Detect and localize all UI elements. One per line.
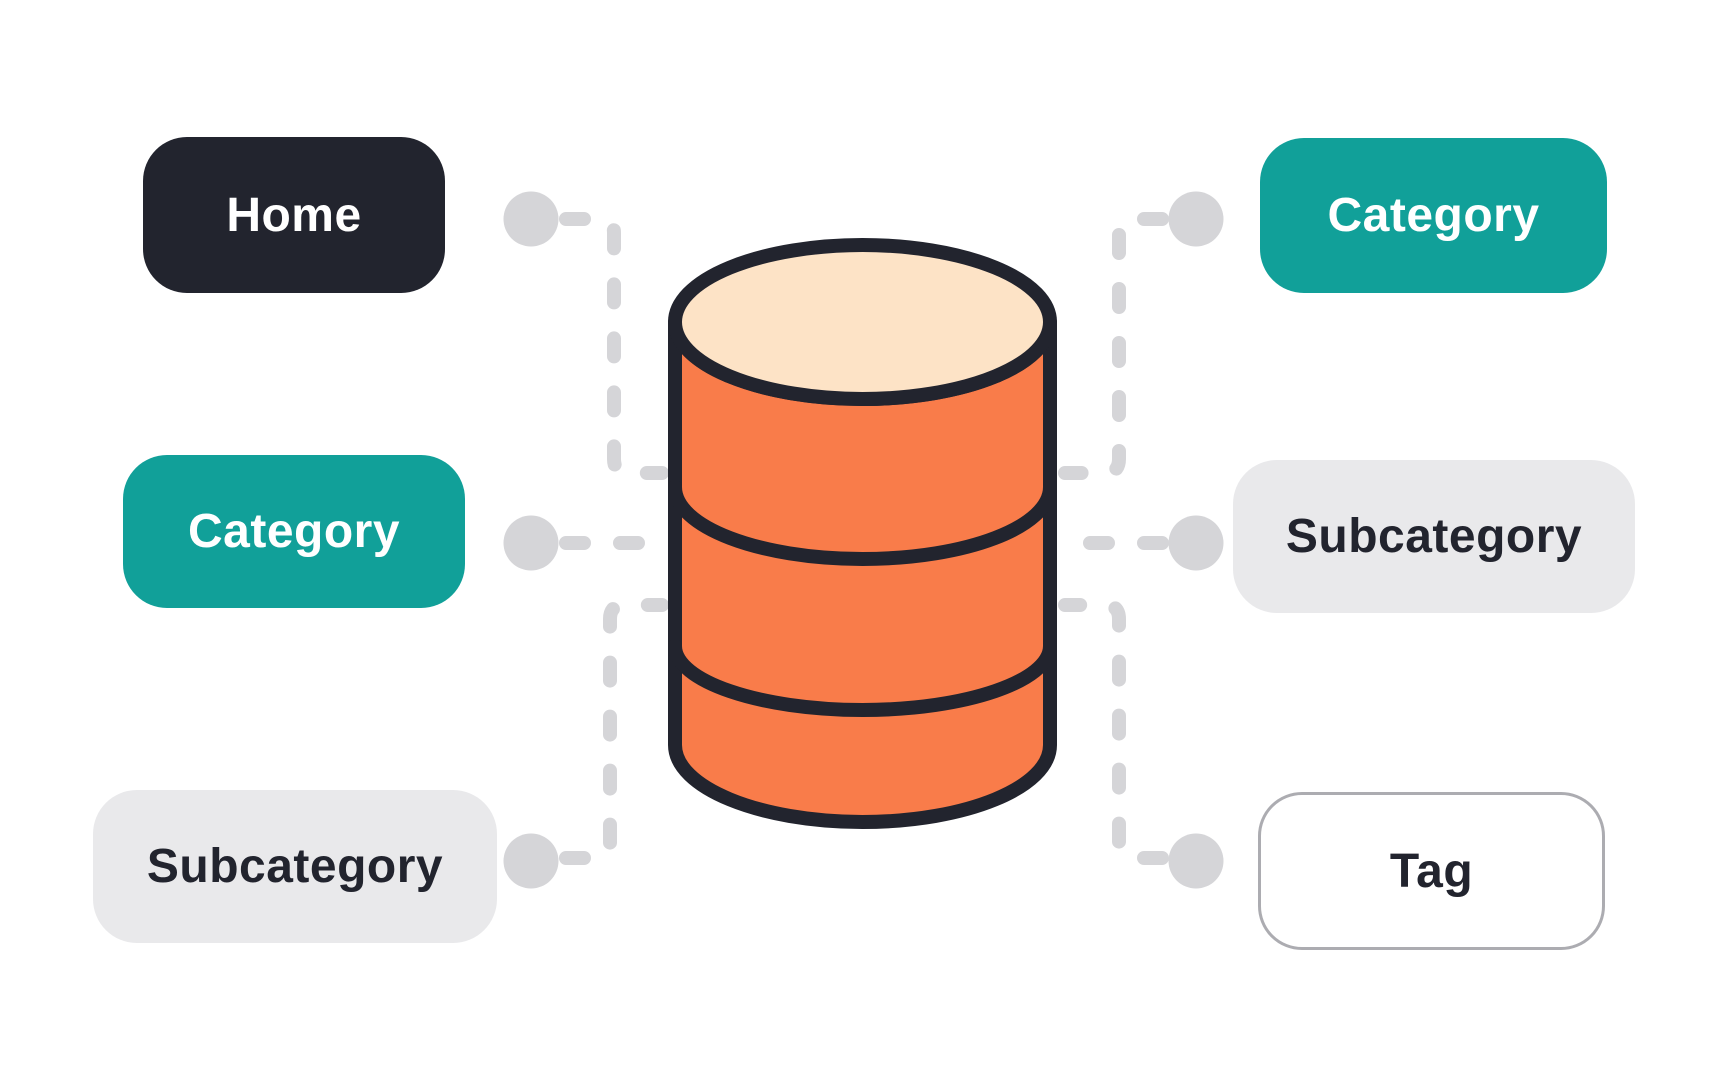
connector-dot-subcategory-left (503, 833, 559, 889)
node-subcategory-right: Subcategory (1233, 460, 1635, 613)
node-category-left-label: Category (187, 505, 401, 558)
node-tag-label: Tag (1389, 844, 1474, 898)
database-cylinder-band-lower (668, 639, 1057, 718)
connector-dot-subcategory-right (1168, 515, 1224, 571)
database-cylinder-icon (668, 238, 1057, 829)
connector-dot-home (503, 191, 559, 247)
node-subcategory-right-label: Subcategory (1285, 510, 1583, 563)
node-category-right: Category (1260, 138, 1607, 293)
connector-dot-category-left (503, 515, 559, 571)
database-cylinder-band-upper (668, 480, 1057, 567)
connector-dot-tag (1168, 833, 1224, 889)
node-tag: Tag (1258, 792, 1605, 950)
connector-dot-category-right (1168, 191, 1224, 247)
node-home: Home (143, 137, 445, 293)
database-cylinder-top (668, 238, 1057, 406)
connector-tag-to-database (1058, 598, 1169, 865)
node-subcategory-left: Subcategory (93, 790, 497, 943)
connector-home-to-database (559, 212, 669, 480)
connector-subcategory-left-to-database (559, 598, 669, 865)
node-category-right-label: Category (1327, 189, 1540, 242)
connector-category-right-to-database (1058, 212, 1169, 480)
node-subcategory-left-label: Subcategory (146, 840, 444, 893)
node-home-label: Home (226, 188, 362, 242)
node-category-left: Category (123, 455, 465, 608)
